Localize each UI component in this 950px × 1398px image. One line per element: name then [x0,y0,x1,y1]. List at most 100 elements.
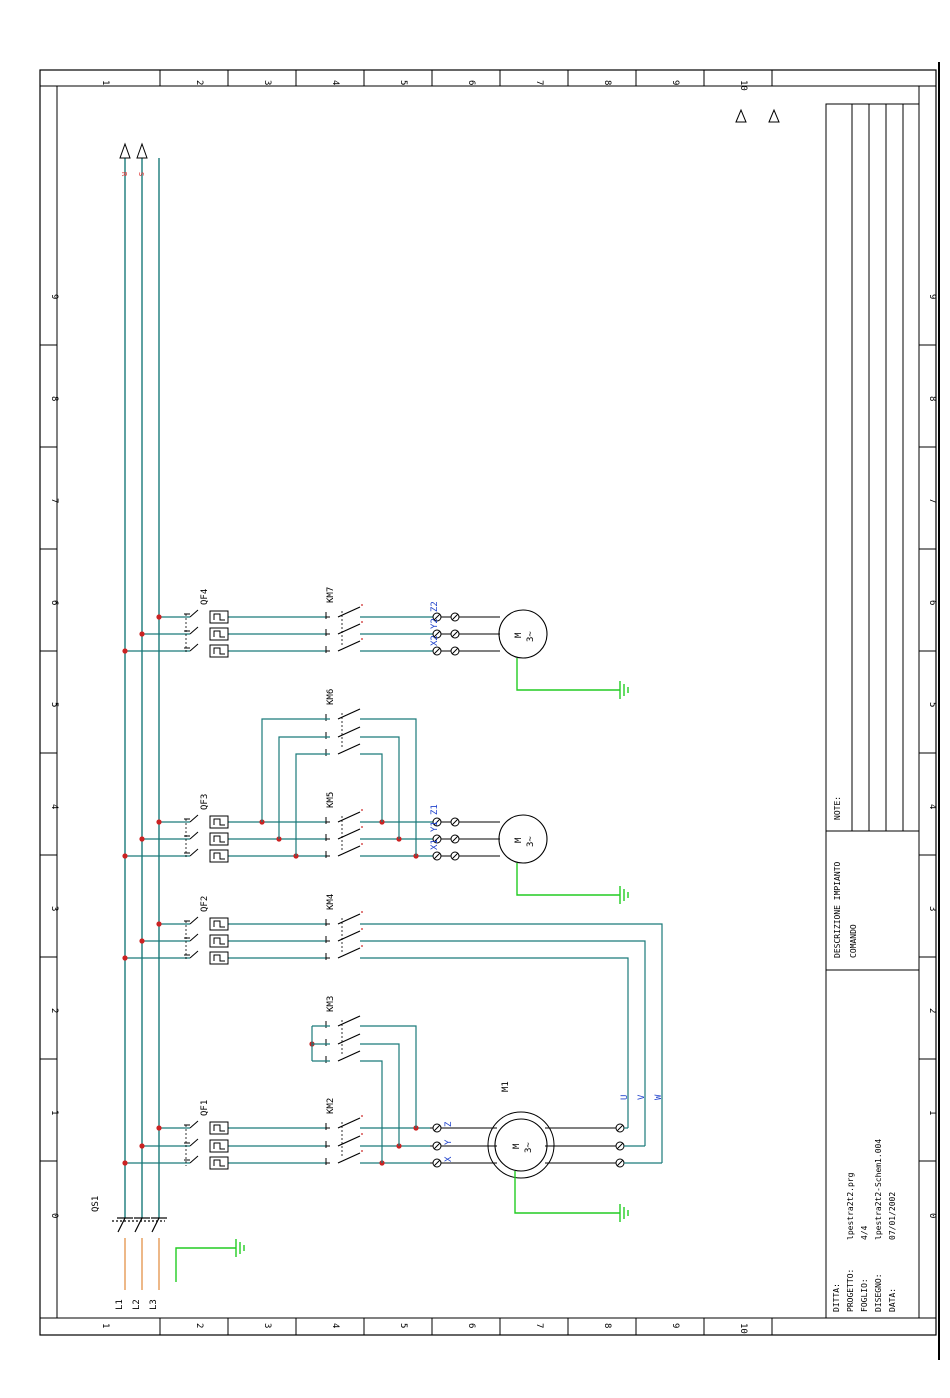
triangle-marker [768,108,780,123]
contact-mark [361,1115,363,1117]
row-number: 2 [927,1008,937,1013]
column-number: 7 [534,1323,544,1328]
junction-nodes [259,819,419,1166]
title-field-value-data: 07/01/2002 [888,1192,897,1240]
terminal [451,852,459,860]
motor-symbol-3ph: 3~ [526,836,536,847]
supply-label-l1: L1 [115,1299,125,1310]
output-label-s: S [137,172,145,176]
row-number: 9 [49,294,59,299]
contactor-label-km2: KM2 [326,1098,336,1114]
title-field-label-foglio: FOGLIO: [860,1278,869,1312]
contactor-label-km4: KM4 [326,894,336,910]
contact-mark [361,843,363,845]
breaker-label-qf4: QF4 [200,589,210,605]
row-number: 3 [927,906,937,911]
row-number: 7 [927,498,937,503]
terminal [616,1124,624,1132]
thermal-element [209,815,229,829]
contactor-contact [325,834,330,841]
column-number: 5 [398,1323,408,1328]
breaker-contact [189,814,199,823]
title-field-label-disegno: DISEGNO: [874,1273,883,1312]
breaker-contact [189,933,199,942]
contactor-contact [325,1021,330,1028]
motor-symbol-m: M [514,837,524,843]
breaker-contact [189,916,199,925]
thermal-element [213,1124,225,1132]
motor-symbol-3ph: 3~ [526,631,536,642]
contact-mark [361,604,363,606]
km6-wiring [261,718,417,856]
junction-node [139,836,145,842]
terminal [433,1124,441,1132]
row-number: 0 [49,1213,59,1218]
row-number: 3 [49,906,59,911]
contactor-contact [337,828,361,840]
thermal-element [213,835,225,843]
main-switch-qs1 [112,1217,167,1233]
row-number: 5 [49,702,59,707]
contactor-contact [337,1015,361,1027]
ground-wire [516,658,620,691]
column-number: 1 [100,1323,110,1328]
terminal [451,818,459,826]
junction-node [156,921,162,927]
m2-term-y1: Y1 [430,821,440,832]
row-number: 5 [927,702,937,707]
thermal-element [213,920,225,928]
column-number: 4 [330,80,340,85]
terminal [451,613,459,621]
title-desc-label: DESCRIZIONE IMPIANTO [833,861,842,958]
column-number: 1 [100,80,110,85]
title-field-value-disegno: lpestra2t2-Schem1.004 [874,1139,883,1240]
terminal [433,613,441,621]
breaker-contact [189,1138,199,1147]
column-number: 7 [534,80,544,85]
contactor-contact [325,714,330,721]
column-number: 3 [262,1323,272,1328]
column-number: 5 [398,80,408,85]
m2-term-z1: Z1 [430,804,440,815]
terminal [433,1159,441,1167]
contactor-contact [325,851,330,858]
contact-mark [361,826,363,828]
title-field-value-progetto: lpestra2t2.prg [846,1172,855,1240]
km4-to-m1-wiring [360,923,663,1163]
bus-output-arrow-r [119,142,131,159]
breaker-contact [189,831,199,840]
row-number: 0 [927,1213,937,1218]
contactor-contact [337,845,361,857]
thermal-element [209,832,229,846]
terminal [451,630,459,638]
terminal [616,1142,624,1150]
motor-symbol-m: M [512,1143,522,1149]
branch-qf1-km2: QF1 KM2 [122,1098,430,1170]
contactor-contact [337,606,361,618]
m2-term-x1: X1 [430,839,440,850]
contactor-group-km3: KM3 [325,996,361,1063]
contactor-contact [337,640,361,652]
thermal-element [213,954,225,962]
thermal-element [209,917,229,931]
contactor-contact [325,817,330,824]
contactor-contact [325,1141,330,1148]
terminal [451,835,459,843]
title-block [825,103,920,1319]
thermal-element [213,1142,225,1150]
breaker-label-qf1: QF1 [200,1100,210,1116]
terminal [433,852,441,860]
contact-mark [361,1133,363,1135]
terminal [433,835,441,843]
contact-mark [361,945,363,947]
contactor-contact [337,743,361,755]
contactor-contact [337,1135,361,1147]
junction-node [122,853,128,859]
output-label-r: R [120,172,128,177]
contactor-label-km3: KM3 [326,996,336,1012]
ground-wire [514,1171,620,1214]
